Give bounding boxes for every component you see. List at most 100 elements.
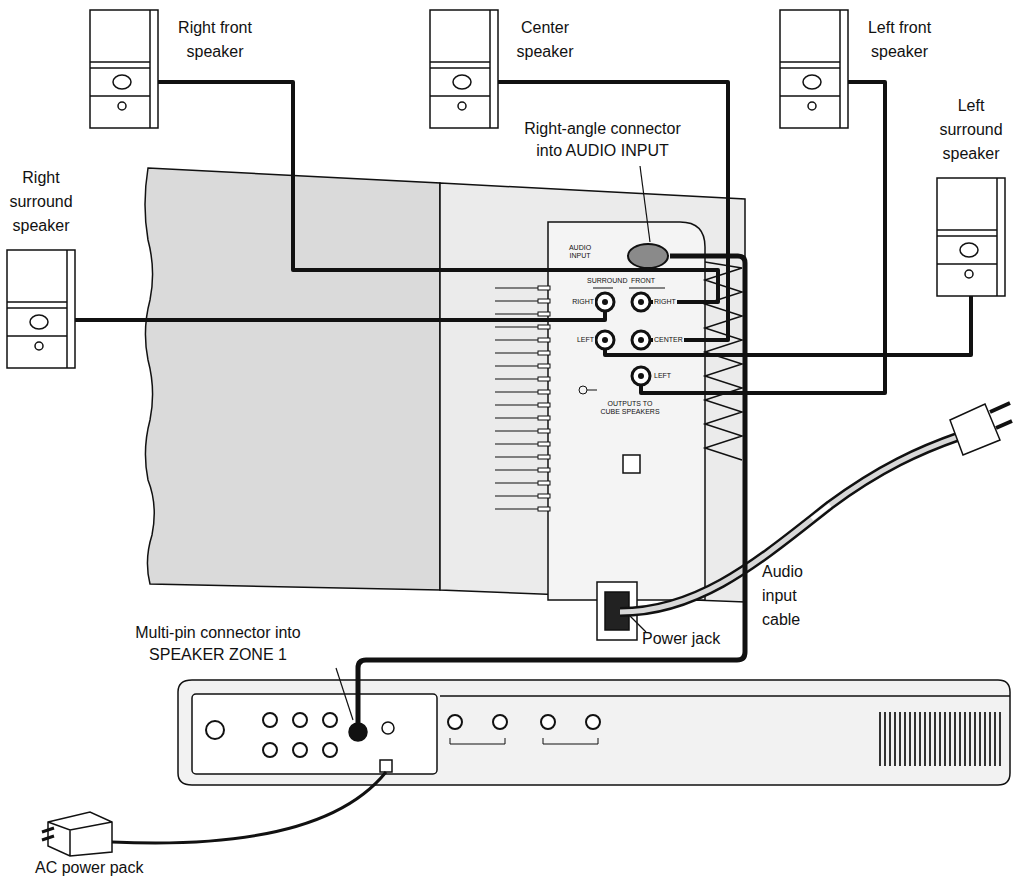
connector-panel: AUDIO INPUTFRONTSURROUNDRIGHTLEFTRIGHTCE… <box>553 230 703 425</box>
speaker: Left front speaker <box>780 10 848 128</box>
rca-jack <box>493 715 507 729</box>
audio-input-cable <box>358 256 745 724</box>
fin-tab <box>538 390 550 394</box>
grille-slot <box>979 712 981 766</box>
fin-tab <box>538 364 550 368</box>
part-name: Right surround speaker <box>3 166 79 238</box>
grille-slot <box>989 712 991 766</box>
speaker-terminal <box>30 315 48 329</box>
terminal-screw <box>808 102 816 110</box>
part-name: AC power pack <box>35 858 155 878</box>
speaker-cabinet <box>937 178 1005 296</box>
part-name: Center speaker <box>505 16 585 64</box>
jack-brackets <box>450 738 598 744</box>
node-outline <box>90 10 158 128</box>
speaker-cabinet <box>430 10 498 128</box>
power-pack-prongs <box>42 828 54 840</box>
speaker-cabinet <box>780 10 848 128</box>
speaker-wire <box>498 82 728 340</box>
node-outline <box>780 10 848 128</box>
part-name: Left surround speaker <box>933 94 1009 166</box>
grille-slot <box>994 712 996 766</box>
grille-slot <box>999 712 1001 766</box>
fin-tab <box>538 468 550 472</box>
grille-slot <box>954 712 956 766</box>
grille-slot <box>984 712 986 766</box>
panel-label: CENTER <box>653 336 684 344</box>
plug-prongs <box>990 403 1012 428</box>
power-cord <box>620 403 1012 612</box>
rca-jack <box>263 743 277 757</box>
vent-grille <box>880 712 1000 766</box>
panel-label: SURROUND <box>586 277 628 285</box>
grille-slot <box>914 712 916 766</box>
rca-jack <box>323 713 337 727</box>
panel-label: OUTPUTS TO CUBE SPEAKERS <box>598 400 662 416</box>
terminal-screw <box>458 102 466 110</box>
grille-slot <box>969 712 971 766</box>
fin-tab <box>538 455 550 459</box>
terminal-screw <box>35 342 43 350</box>
rca-jack <box>541 715 555 729</box>
fin-tab <box>538 312 550 316</box>
speaker-edges <box>7 250 67 368</box>
plug-center <box>602 299 608 305</box>
speaker: Right surround speaker <box>7 250 75 368</box>
speaker-wire <box>605 296 971 355</box>
power-pack: AC power pack <box>40 808 115 856</box>
fin-tab <box>538 507 550 511</box>
grille-slot <box>974 712 976 766</box>
output-symbol <box>579 386 587 394</box>
speaker-cabinet <box>90 10 158 128</box>
grille-slot <box>919 712 921 766</box>
media-center-lip <box>440 695 1010 697</box>
speaker: Center speaker <box>430 10 498 128</box>
callout-label: Power jack <box>642 628 737 650</box>
grille-slot <box>944 712 946 766</box>
cables <box>112 166 745 843</box>
node-outline <box>7 250 75 368</box>
fin-tab <box>538 299 550 303</box>
connector-panel-recess <box>548 222 705 600</box>
rca-jack <box>293 743 307 757</box>
power-pack-body <box>48 812 112 856</box>
rca-jack <box>323 743 337 757</box>
terminal-screw <box>118 102 126 110</box>
speaker-cabinet <box>7 250 75 368</box>
fin-tab <box>538 325 550 329</box>
leader-line <box>336 668 353 720</box>
right-fins <box>705 262 742 460</box>
rca-jack <box>206 721 224 739</box>
panel-label: LEFT <box>653 372 672 380</box>
fin-tab <box>538 442 550 446</box>
leader-line <box>630 616 646 632</box>
leader-line <box>640 166 650 242</box>
rca-output-jack <box>632 367 650 385</box>
power-pack-cord <box>112 772 386 843</box>
fin-tab <box>538 494 550 498</box>
grille-slot <box>879 712 881 766</box>
bass-module <box>145 168 745 640</box>
callout-label: Right-angle connector into AUDIO INPUT <box>515 118 690 162</box>
speaker-edges <box>90 10 150 128</box>
terminal-screw <box>965 270 973 278</box>
power-cord-core <box>620 436 960 612</box>
fin-tab <box>538 481 550 485</box>
panel-marks <box>583 251 665 390</box>
media-center <box>178 680 1010 785</box>
node-outline <box>40 808 115 856</box>
speaker-edges <box>937 178 997 296</box>
grille-slot <box>904 712 906 766</box>
speaker-terminal <box>453 75 471 89</box>
plug-center <box>638 299 644 305</box>
callout-label: Multi-pin connector into SPEAKER ZONE 1 <box>98 622 338 666</box>
rca-jack <box>586 715 600 729</box>
fin-tab <box>538 416 550 420</box>
panel-label: RIGHT <box>653 298 677 306</box>
rca-jack <box>293 713 307 727</box>
cooling-fins <box>495 262 742 511</box>
fin-tab <box>538 338 550 342</box>
fin-tab <box>538 403 550 407</box>
